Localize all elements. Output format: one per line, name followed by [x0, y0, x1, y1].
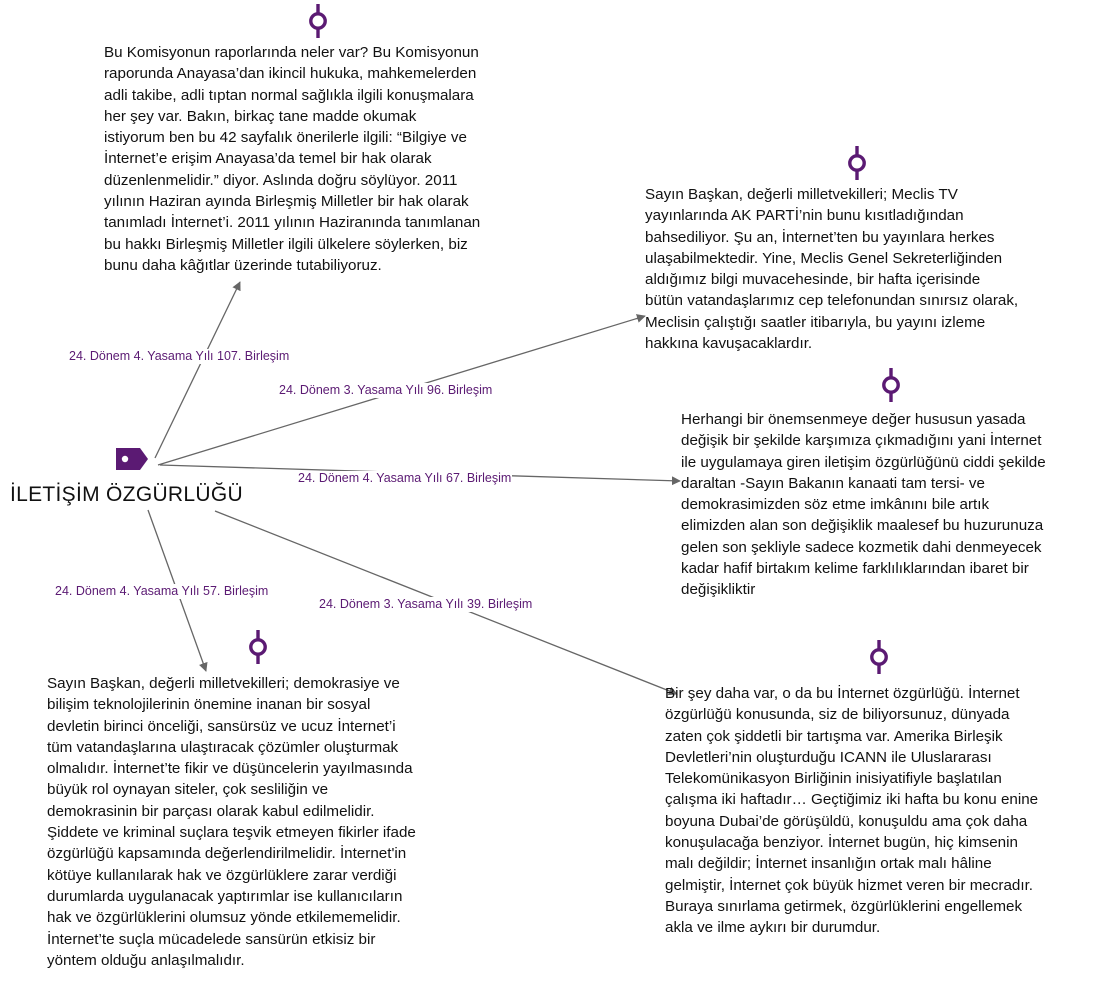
quote-note-1[interactable]: Bu Komisyonun raporlarında neler var? Bu…	[104, 44, 481, 274]
central-topic-title[interactable]: İLETİŞİM ÖZGÜRLÜĞÜ	[10, 483, 243, 506]
edge-label-5[interactable]: 24. Dönem 3. Yasama Yılı 39. Birleşim	[318, 597, 534, 612]
quote-pin-icon	[309, 4, 327, 38]
quote-pin-icon	[870, 640, 888, 674]
quote-pin-icon	[882, 368, 900, 402]
edge-label-2[interactable]: 24. Dönem 3. Yasama Yılı 96. Birleşim	[278, 383, 494, 398]
quote-note-3[interactable]: Herhangi bir önemsenmeye değer hususun y…	[681, 411, 1046, 599]
edge-label-1[interactable]: 24. Dönem 4. Yasama Yılı 107. Birleşim	[68, 349, 291, 364]
quote-note-4[interactable]: Sayın Başkan, değerli milletvekilleri; d…	[47, 675, 416, 969]
edge-line-1	[154, 281, 241, 459]
quote-pin-icon	[249, 630, 267, 664]
quote-note-2[interactable]: Sayın Başkan, değerli milletvekilleri; M…	[645, 186, 1019, 353]
quote-pin-icon	[848, 146, 866, 180]
quote-note-5[interactable]: Bir şey daha var, o da bu İnternet özgür…	[665, 685, 1039, 937]
edge-label-3[interactable]: 24. Dönem 4. Yasama Yılı 67. Birleşim	[297, 471, 513, 486]
edge-label-4[interactable]: 24. Dönem 4. Yasama Yılı 57. Birleşim	[54, 584, 270, 599]
tag-icon	[116, 448, 148, 470]
